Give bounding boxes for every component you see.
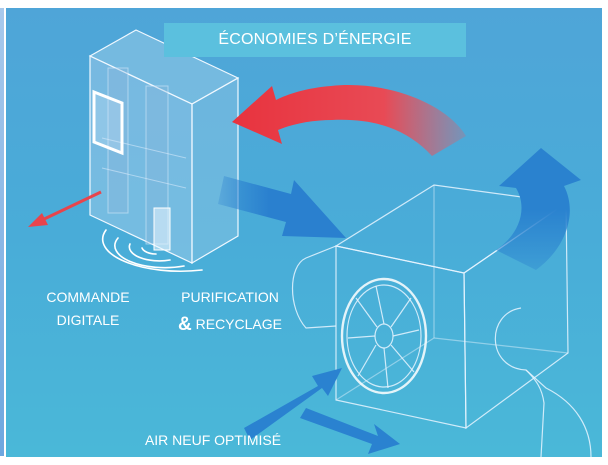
cabinet-shelf-2 (101, 167, 187, 189)
red-exhaust-arrow (28, 190, 102, 227)
blue-supply-arrow (218, 176, 346, 238)
fan-icon (340, 277, 428, 395)
title-text: ÉCONOMIES D’ÉNERGIE (218, 31, 412, 48)
right-duct-outline-2 (525, 369, 545, 457)
wireless-signal-icon (101, 229, 203, 273)
label-commande-digitale: COMMANDE DIGITALE (32, 286, 144, 332)
label-air-neuf: AIR NEUF OPTIMISÉ (144, 432, 282, 448)
red-recovery-arrow (232, 85, 466, 156)
fresh-air-arrows (244, 368, 400, 454)
cabinet-device (153, 207, 171, 251)
ampersand: & (178, 314, 192, 336)
cabinet-window (92, 89, 124, 156)
cabinet-shelf (101, 137, 187, 159)
unit-hidden-edge-3 (433, 337, 569, 354)
label-purification-line1: PURIFICATION (181, 289, 279, 305)
label-commande-line1: COMMANDE (46, 289, 130, 305)
blue-return-arrow (496, 148, 581, 270)
label-commande-line2: DIGITALE (56, 312, 120, 329)
title-banner: ÉCONOMIES D’ÉNERGIE (164, 23, 466, 57)
left-frame-edge (0, 8, 4, 456)
energy-diagram: ÉCONOMIES D’ÉNERGIE COMMANDE DIGITALE PU… (6, 8, 602, 457)
ventilation-unit (291, 184, 592, 457)
right-duct-outline (494, 307, 592, 457)
diagram-graphics (28, 29, 592, 457)
left-duct-outline (291, 245, 337, 329)
cabinet-side (191, 76, 239, 265)
label-purification-line2: & RECYCLAGE (174, 309, 286, 340)
label-recyclage: RECYCLAGE (195, 316, 282, 333)
control-cabinet (88, 29, 240, 265)
unit-hidden-edge-2 (335, 337, 435, 401)
label-purification-recyclage: PURIFICATION & RECYCLAGE (174, 286, 286, 340)
